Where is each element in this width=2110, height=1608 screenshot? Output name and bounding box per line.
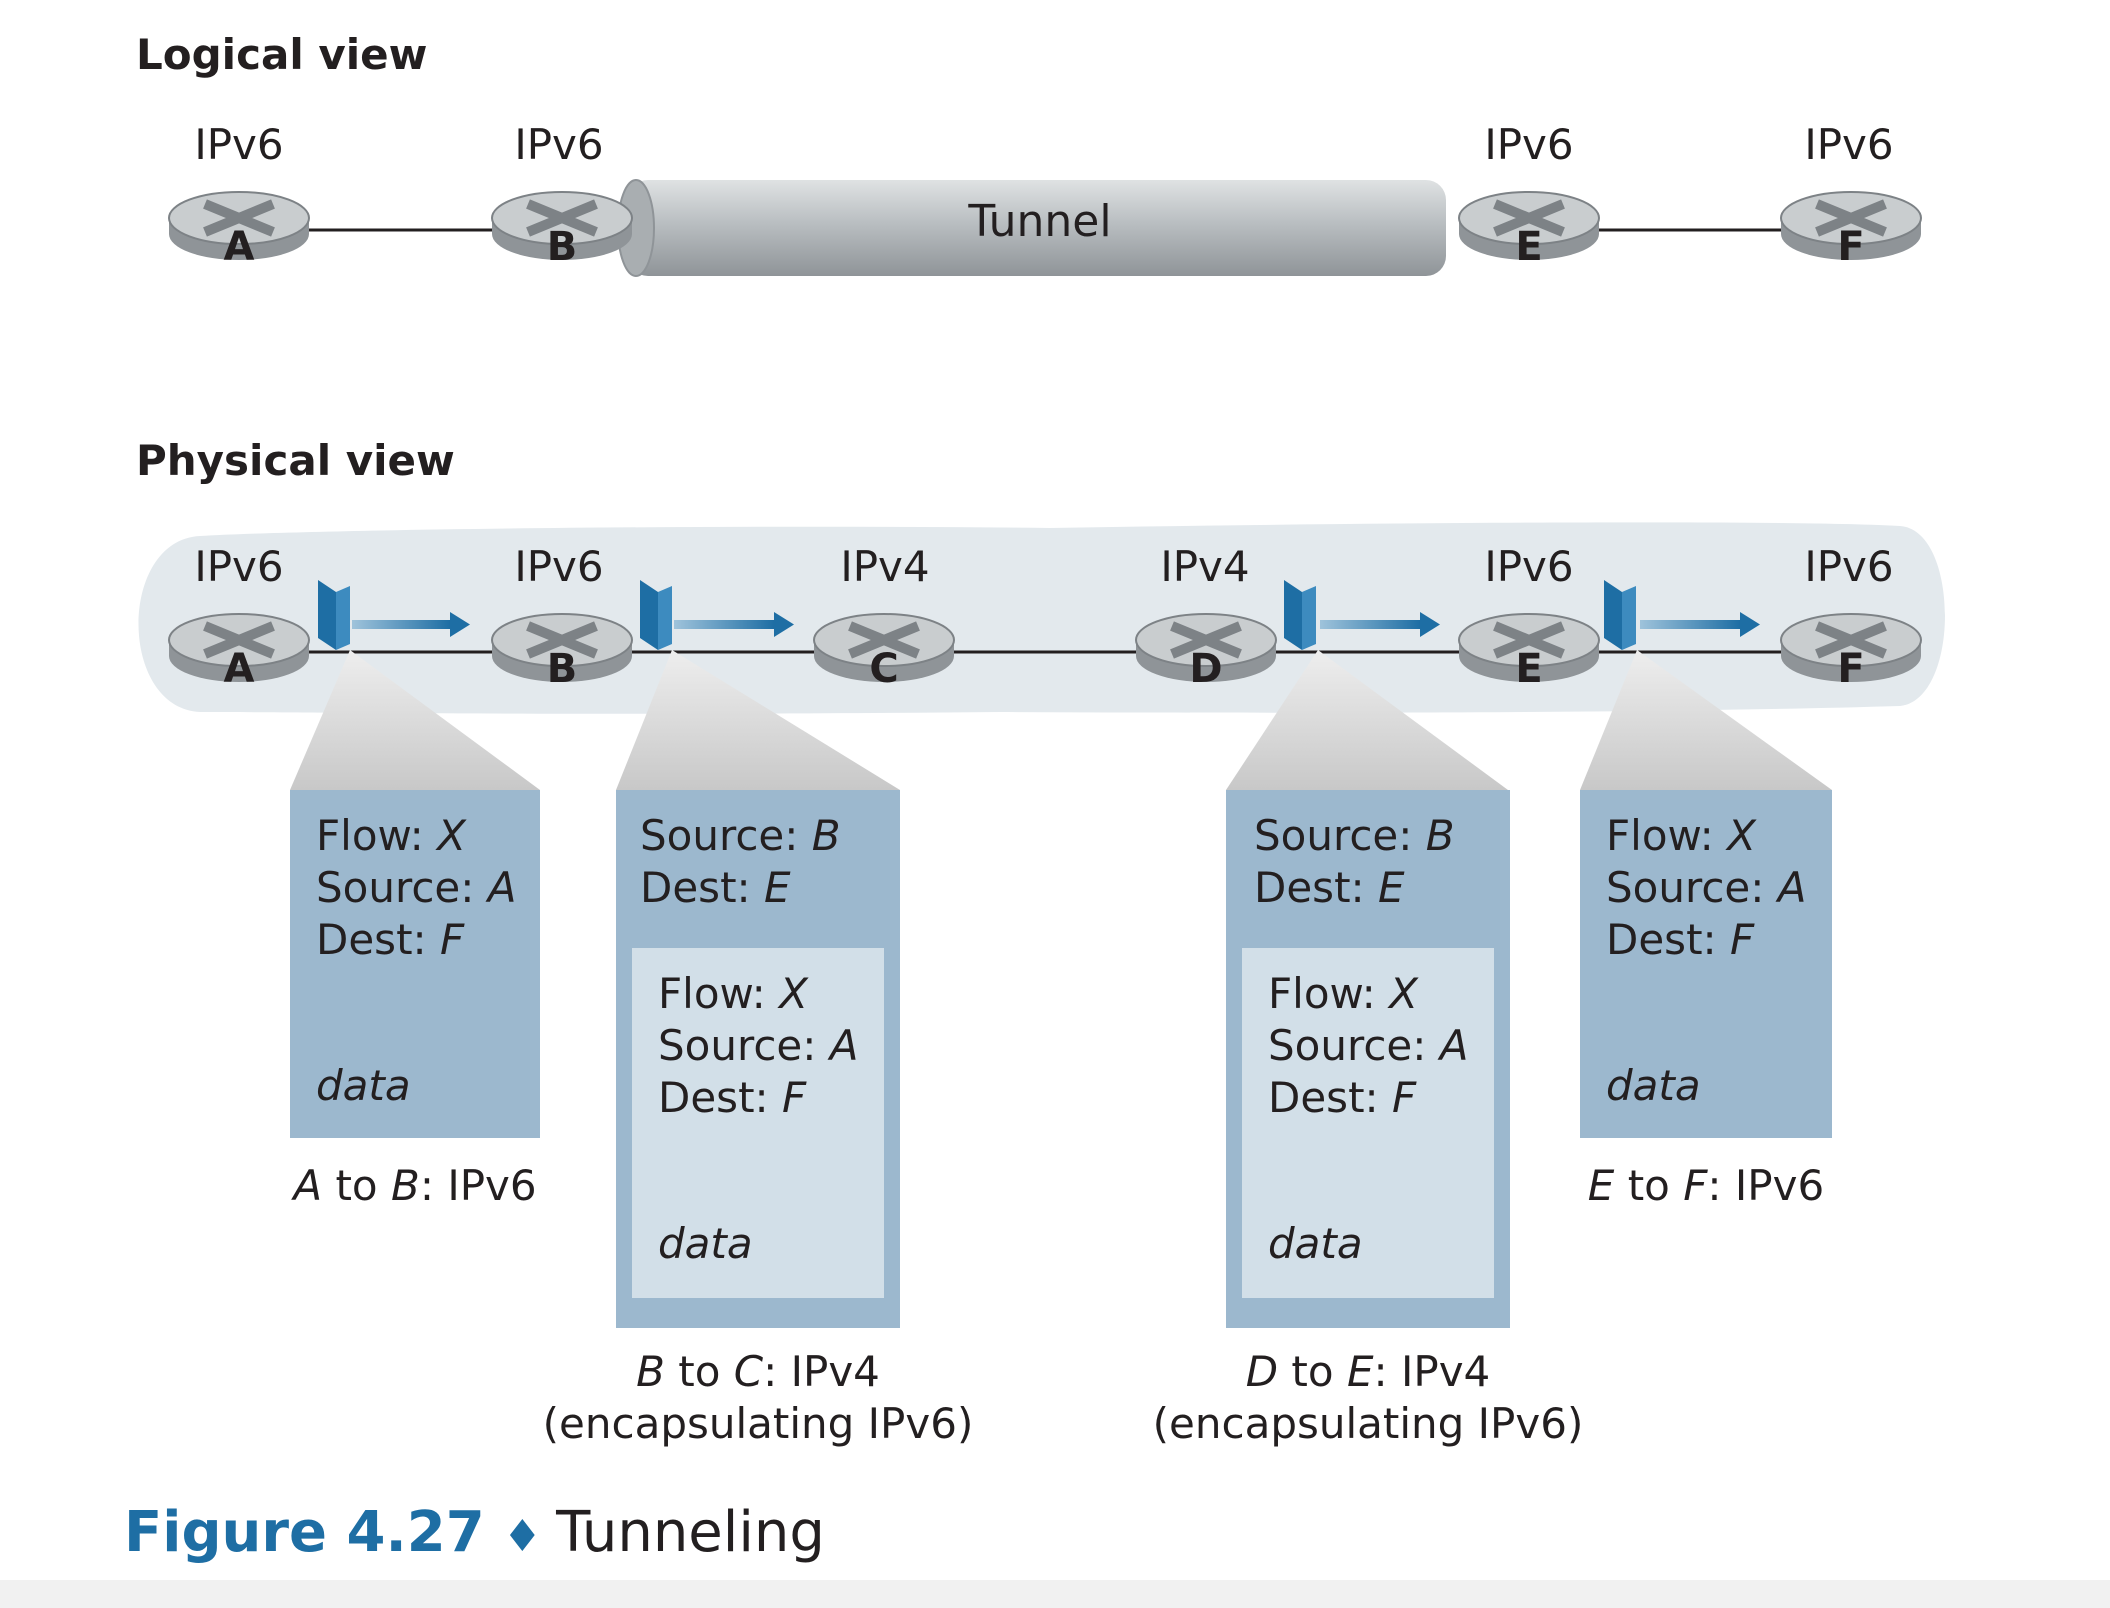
- packet-arrow-icon: [318, 580, 470, 650]
- physical-node-label-d: IPv4: [1160, 542, 1250, 591]
- router-letter: C: [869, 646, 898, 690]
- diamond-bullet-icon: ♦: [502, 1511, 543, 1562]
- inner-header-fields: Flow: X Source: A Dest: F: [1268, 968, 1469, 1124]
- physical-node-label-a: IPv6: [194, 542, 284, 591]
- encapsulated-ipv6-packet: Flow: X Source: A Dest: F data: [632, 948, 884, 1298]
- source-field: Source: A: [316, 863, 517, 912]
- router-letter: E: [1515, 646, 1542, 690]
- outer-header-fields: Source: B Dest: E: [640, 810, 841, 914]
- flow-field: Flow: X: [1268, 969, 1418, 1018]
- page-bottom-strip: [0, 1580, 2110, 1608]
- packet-arrow-icon: [1284, 580, 1440, 650]
- packet-ipv6-a-to-b: Flow: X Source: A Dest: F data: [290, 790, 540, 1138]
- physical-node-label-b: IPv6: [514, 542, 604, 591]
- packet-arrow-icon: [640, 580, 794, 650]
- dest-field: Dest: F: [1606, 915, 1755, 964]
- flow-field: Flow: X: [1606, 811, 1756, 860]
- router-icon-physical-b: B: [491, 613, 633, 690]
- packet-header-fields: Flow: X Source: A Dest: F: [1606, 810, 1807, 966]
- flow-field: Flow: X: [658, 969, 808, 1018]
- router-icon-logical-e: E: [1458, 191, 1600, 268]
- outer-header-fields: Source: B Dest: E: [1254, 810, 1455, 914]
- logical-node-label-a: IPv6: [194, 120, 284, 169]
- inner-header-fields: Flow: X Source: A Dest: F: [658, 968, 859, 1124]
- tunnel-pipe: [617, 179, 1446, 277]
- packet-payload: data: [1268, 1219, 1363, 1268]
- logical-node-label-e: IPv6: [1484, 120, 1574, 169]
- dest-field: Dest: F: [658, 1073, 807, 1122]
- packet-header-fields: Flow: X Source: A Dest: F: [316, 810, 517, 966]
- router-letter: D: [1189, 646, 1222, 690]
- packet-payload: data: [1606, 1061, 1701, 1110]
- router-icon-physical-e: E: [1458, 613, 1600, 690]
- figure-caption: Figure 4.27 ♦ Tunneling: [124, 1500, 825, 1565]
- dest-field: Dest: E: [640, 863, 791, 912]
- router-icon-physical-a: A: [168, 613, 310, 690]
- router-icon-physical-d: D: [1135, 613, 1277, 690]
- dest-field: Dest: E: [1254, 863, 1405, 912]
- source-field: Source: A: [1268, 1021, 1469, 1070]
- physical-node-label-e: IPv6: [1484, 542, 1574, 591]
- router-letter: B: [547, 224, 578, 268]
- flow-field: Flow: X: [316, 811, 466, 860]
- router-letter: E: [1515, 224, 1542, 268]
- packet-ipv4-b-to-c: Source: B Dest: E Flow: X Source: A Dest…: [616, 790, 900, 1328]
- packet-ipv6-e-to-f: Flow: X Source: A Dest: F data: [1580, 790, 1832, 1138]
- physical-node-label-c: IPv4: [840, 542, 930, 591]
- source-field: Source: B: [640, 811, 841, 860]
- router-icon-physical-f: F: [1780, 613, 1922, 690]
- encapsulated-ipv6-packet: Flow: X Source: A Dest: F data: [1242, 948, 1494, 1298]
- figure-title: Tunneling: [556, 1500, 825, 1565]
- packet-cone-4: [1580, 650, 1832, 790]
- router-icon-logical-f: F: [1780, 191, 1922, 268]
- router-letter: A: [224, 224, 255, 268]
- packet-payload: data: [658, 1219, 753, 1268]
- router-letter: A: [224, 646, 255, 690]
- packet-payload: data: [316, 1061, 411, 1110]
- packet-cone-2: [616, 650, 900, 790]
- packet-caption-d-to-e: D to E: IPv4 (encapsulating IPv6): [1152, 1347, 1584, 1448]
- dest-field: Dest: F: [316, 915, 465, 964]
- packet-caption-b-to-c: B to C: IPv4 (encapsulating IPv6): [542, 1347, 974, 1448]
- packet-caption-e-to-f: E to F: IPv6: [1587, 1161, 1825, 1210]
- router-icon-logical-b: B: [491, 191, 633, 268]
- logical-node-label-b: IPv6: [514, 120, 604, 169]
- logical-view-title: Logical view: [136, 30, 428, 79]
- packet-cone-1: [290, 650, 540, 790]
- packet-cone-3: [1226, 650, 1508, 790]
- source-field: Source: A: [658, 1021, 859, 1070]
- physical-node-label-f: IPv6: [1804, 542, 1894, 591]
- router-icon-physical-c: C: [813, 613, 955, 690]
- router-letter: F: [1837, 646, 1864, 690]
- tunnel-label: Tunnel: [968, 196, 1112, 247]
- source-field: Source: B: [1254, 811, 1455, 860]
- logical-node-label-f: IPv6: [1804, 120, 1894, 169]
- packet-ipv4-d-to-e: Source: B Dest: E Flow: X Source: A Dest…: [1226, 790, 1510, 1328]
- router-letter: F: [1837, 224, 1864, 268]
- packet-caption-a-to-b: A to B: IPv6: [293, 1161, 537, 1210]
- router-letter: B: [547, 646, 578, 690]
- dest-field: Dest: F: [1268, 1073, 1417, 1122]
- source-field: Source: A: [1606, 863, 1807, 912]
- physical-view-title: Physical view: [136, 436, 455, 485]
- figure-number: Figure 4.27: [124, 1500, 485, 1565]
- router-icon-logical-a: A: [168, 191, 310, 268]
- packet-arrow-icon: [1604, 580, 1760, 650]
